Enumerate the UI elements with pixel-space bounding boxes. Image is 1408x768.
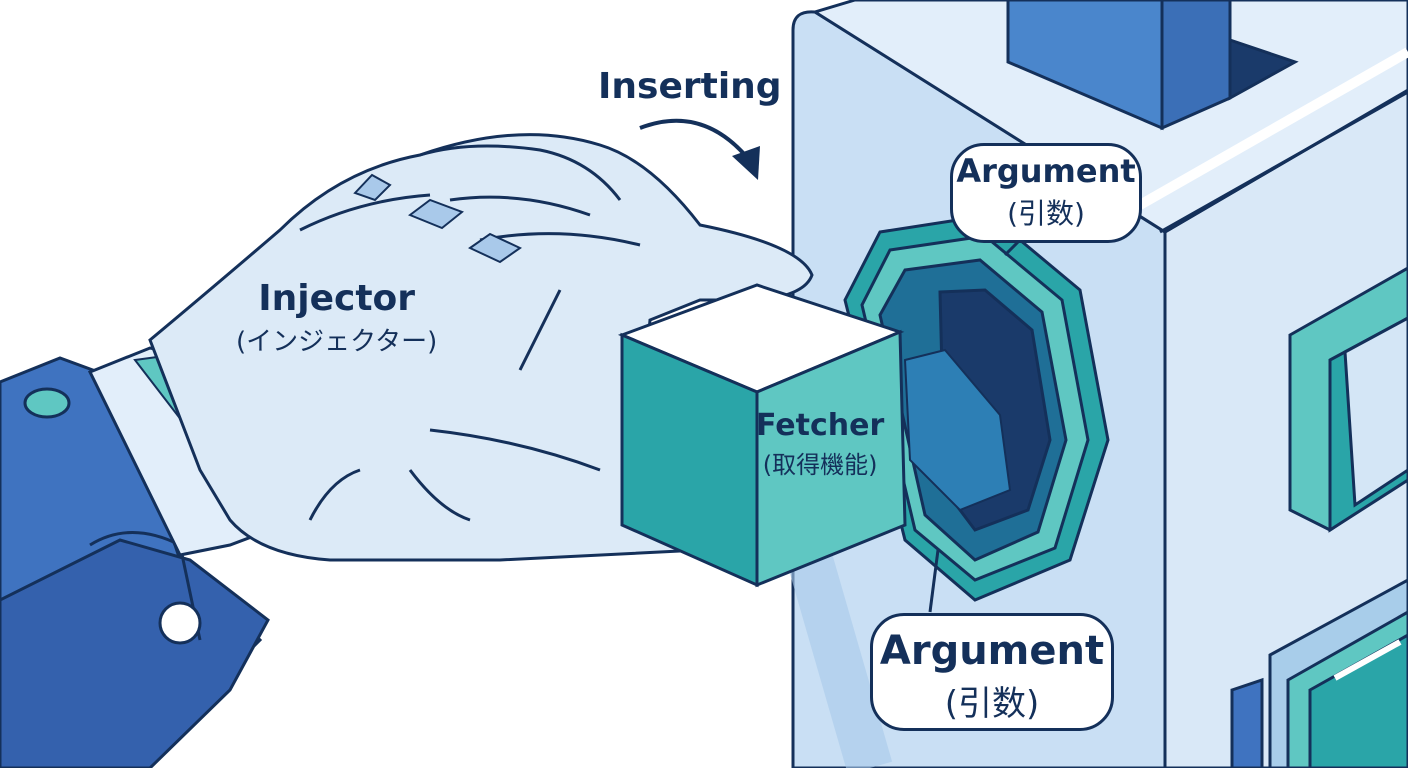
argument-label-bottom: Argument (引数): [870, 613, 1114, 731]
argument-bottom-subtitle: (引数): [944, 684, 1040, 724]
fetcher-label: Fetcher (取得機能): [756, 408, 884, 480]
inserting-arrow: [639, 118, 760, 180]
top-block: [1006, 0, 1299, 131]
argument-bottom-name: Argument: [879, 628, 1105, 674]
argument-top-subtitle: (引数): [1007, 197, 1085, 230]
injector-subtitle: (インジェクター): [236, 327, 438, 357]
side-module-lower: [1230, 578, 1408, 768]
fetcher-cube: [617, 283, 907, 588]
argument-top-name: Argument: [956, 152, 1136, 190]
inserting-label: Inserting: [598, 66, 782, 107]
side-module-upper: [1288, 266, 1408, 533]
argument-label-top: Argument (引数): [950, 143, 1142, 243]
injector-label: Injector (インジェクター): [236, 278, 437, 358]
fetcher-subtitle: (取得機能): [762, 451, 878, 479]
injector-name: Injector: [258, 278, 416, 319]
argument-socket: [843, 213, 1110, 613]
fetcher-name: Fetcher: [756, 408, 885, 443]
